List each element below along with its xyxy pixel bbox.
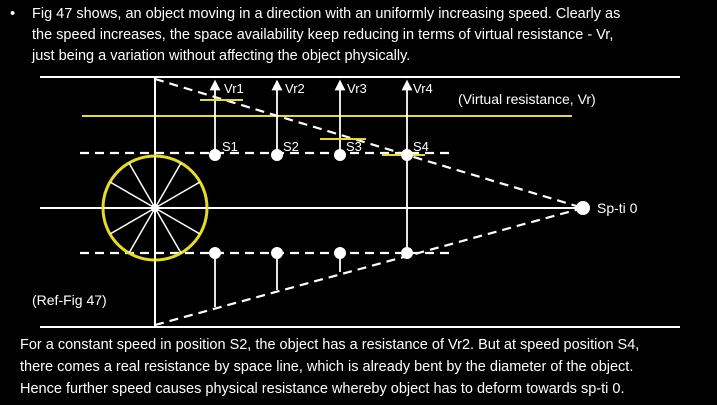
vr3-label: Vr3 (347, 81, 367, 96)
ref-fig-label: (Ref-Fig 47) (32, 292, 107, 308)
intro-line-3: just being a variation without affecting… (32, 48, 411, 64)
conclusion-line-3: Hence further speed causes physical resi… (20, 381, 625, 397)
conclusion-line-1: For a constant speed in position S2, the… (20, 337, 640, 353)
object-wheel (101, 154, 209, 262)
lower-dot-1 (209, 247, 221, 259)
intro-text: • Fig 47 shows, an object moving in a dir… (10, 4, 710, 67)
s2-label: S2 (283, 139, 299, 154)
lower-dot-3 (334, 247, 346, 259)
lower-dot-4 (401, 247, 413, 259)
s4-label: S4 (413, 139, 429, 154)
sp-ti-0-label: Sp-ti 0 (597, 200, 638, 216)
conclusion-line-2: there comes a real resistance by space l… (20, 359, 634, 375)
virtual-resistance-label: (Virtual resistance, Vr) (458, 91, 596, 107)
s1-dot (209, 149, 221, 161)
vr4-label: Vr4 (413, 81, 433, 96)
s1-label: S1 (222, 139, 238, 154)
lower-converging-line (154, 206, 584, 327)
s2-dot (271, 149, 283, 161)
intro-line-1-text: Fig 47 shows, an object moving in a dire… (32, 6, 621, 22)
vr2-label: Vr2 (285, 81, 305, 96)
intro-line-1: • Fig 47 shows, an object moving in a dir… (10, 4, 710, 25)
sp-ti-0-dot (576, 201, 590, 215)
s4-dot (401, 149, 413, 161)
bullet-icon: • (10, 6, 16, 22)
s3-label: S3 (346, 139, 362, 154)
conclusion-text: For a constant speed in position S2, the… (20, 334, 715, 400)
lower-dot-2 (271, 247, 283, 259)
s3-dot (334, 149, 346, 161)
vr1-label: Vr1 (224, 81, 244, 96)
intro-line-2: the speed increases, the space availabil… (32, 27, 614, 43)
